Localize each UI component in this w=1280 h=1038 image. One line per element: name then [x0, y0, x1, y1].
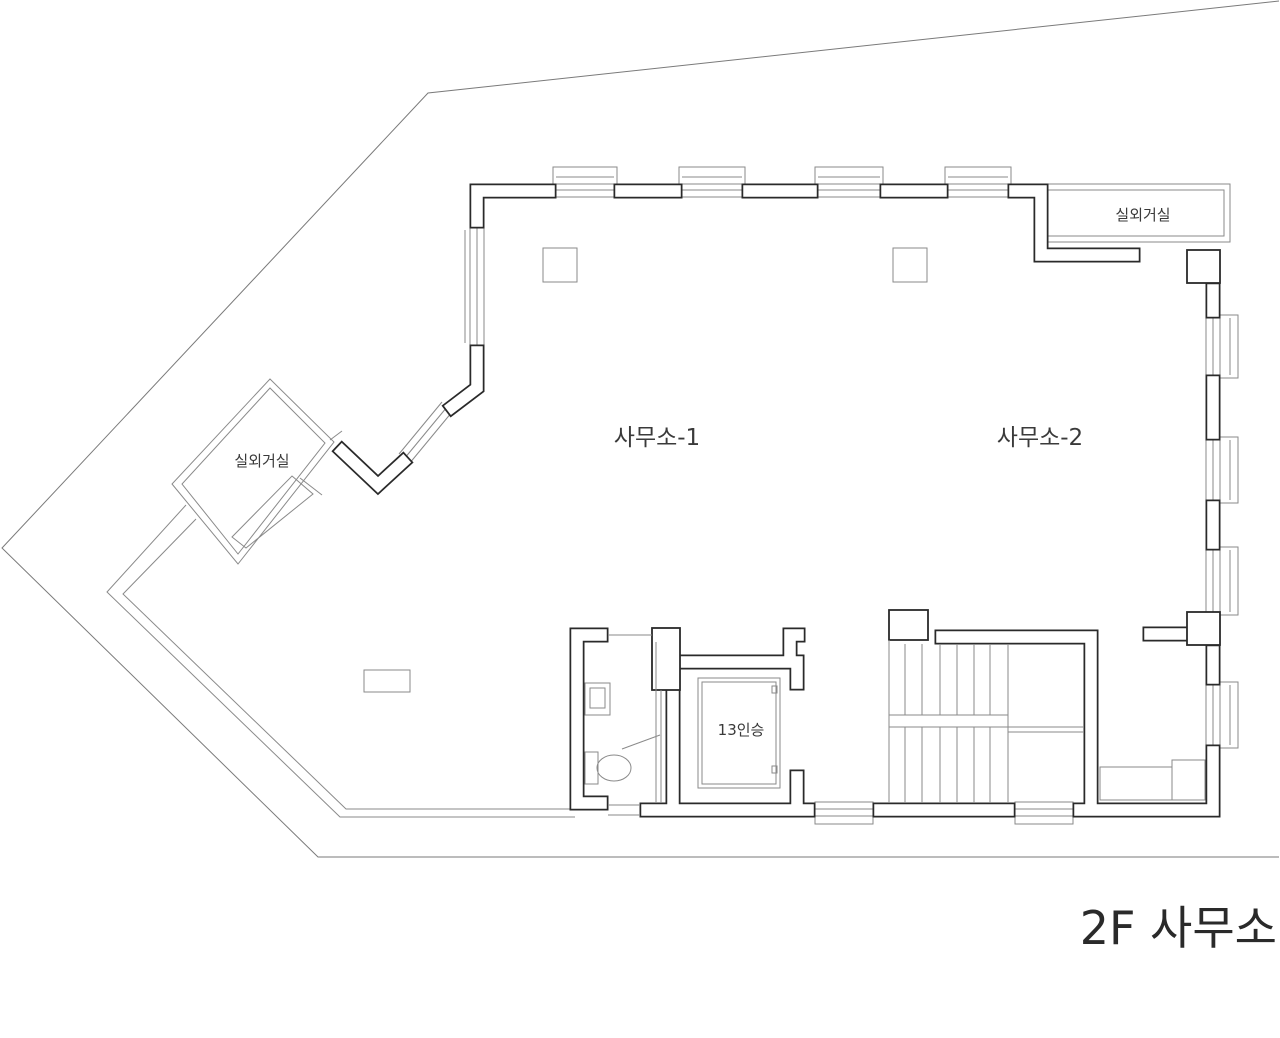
- staircase: [888, 640, 1084, 803]
- sink-icon: [584, 682, 611, 716]
- window-right-4: [1205, 681, 1239, 749]
- column-elevator: [651, 627, 681, 691]
- elevator-rail-bottom: [771, 765, 778, 774]
- window-bottom-1: [814, 801, 874, 825]
- wall-bottom-right: [1074, 746, 1219, 816]
- label-office-1: 사무소-1: [614, 425, 700, 451]
- toilet-room: [584, 634, 662, 816]
- window-top-4: [944, 166, 1012, 198]
- kitchenette: [1099, 759, 1206, 801]
- wall-diagonal-v: [333, 442, 412, 493]
- right-terrace: [1048, 183, 1231, 243]
- kitchen-cabinet: [1171, 759, 1206, 801]
- toilet-tank-icon: [584, 751, 599, 785]
- right-terrace-outer: [1048, 183, 1231, 243]
- kitchen-counter: [1099, 766, 1173, 801]
- window-diagonal-a: [398, 401, 443, 455]
- left-terrace-outer: [171, 378, 335, 565]
- terrace-door-a: [329, 430, 343, 441]
- windows: [299, 166, 1239, 825]
- left-terrace: [106, 378, 575, 818]
- window-top-1: [552, 166, 618, 198]
- label-office-2: 사무소-2: [997, 425, 1083, 451]
- window-diagonal-b: [408, 411, 453, 465]
- wall-top-right-corner: [1009, 185, 1139, 261]
- terrace-door-b: [299, 477, 323, 496]
- right-terrace-inner: [1048, 189, 1225, 237]
- window-right-3: [1205, 546, 1239, 616]
- column-right-mid: [1186, 611, 1221, 646]
- wall-toilet: [571, 629, 607, 809]
- toilet-bowl-icon: [596, 754, 632, 782]
- window-diagonal-c: [403, 406, 448, 460]
- sink-basin-icon: [589, 687, 606, 709]
- walkway-outer-line: [106, 504, 575, 818]
- wall-stair-enclosure: [936, 631, 1097, 809]
- window-right-2: [1205, 436, 1239, 504]
- left-terrace-inner: [181, 387, 326, 555]
- wall-diagonal-upper: [443, 346, 483, 416]
- window-bottom-2: [1014, 801, 1074, 825]
- elevator: [697, 677, 781, 789]
- walls: [333, 185, 1219, 816]
- wall-stair-enclosure: [934, 629, 1099, 811]
- left-terrace-step: [231, 475, 314, 549]
- column-stair: [888, 609, 929, 641]
- floor-hatch: [363, 669, 411, 693]
- window-right-1: [1205, 314, 1239, 379]
- window-top-2: [678, 166, 746, 198]
- site-boundary: [1, 0, 1280, 858]
- ceiling-square-right: [892, 247, 928, 283]
- elevator-car-outer: [697, 677, 781, 789]
- label-terrace-right: 실외거실: [1115, 206, 1170, 224]
- wall-elevator-top: [674, 629, 804, 668]
- toilet-door-swing: [621, 734, 661, 750]
- walkway-inner-line: [122, 518, 572, 810]
- wall-top-left-corner: [471, 185, 555, 227]
- window-top-3: [814, 166, 884, 198]
- ceiling-square-left: [542, 247, 578, 283]
- elevator-rail-top: [771, 685, 778, 694]
- column-top-right: [1186, 249, 1221, 284]
- label-terrace-left: 실외거실: [234, 452, 289, 470]
- elevator-car-inner: [701, 681, 777, 785]
- label-elevator: 13인승: [718, 721, 765, 739]
- page-title: 2F 사무소: [1080, 901, 1277, 955]
